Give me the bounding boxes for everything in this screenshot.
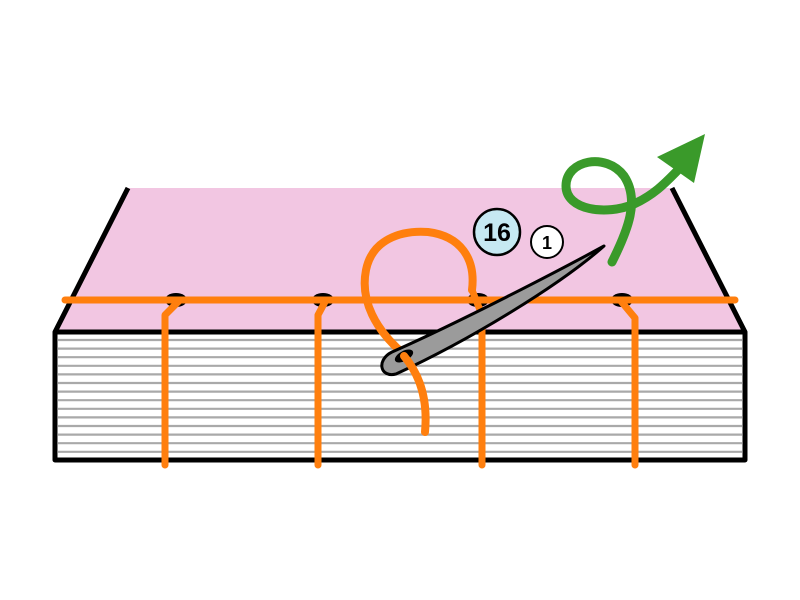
thread-down-2: [314, 296, 330, 469]
thread-down-4: [616, 296, 639, 469]
step-badge-label: 16: [483, 219, 511, 247]
thread: [61, 296, 739, 469]
thread-down-1: [161, 296, 184, 469]
thread-over-needle: [468, 286, 480, 304]
book-top-surface: [55, 188, 745, 332]
sub-step-badge: 1: [530, 225, 564, 259]
direction-arrow-icon: [561, 134, 705, 267]
step-badge: 16: [472, 207, 522, 257]
book-outline: [52, 186, 748, 463]
thread-through-eye: [400, 352, 430, 436]
sub-step-badge-label: 1: [542, 233, 552, 253]
thread-loop-icon: [360, 227, 477, 359]
book-block-icon: [52, 186, 748, 463]
